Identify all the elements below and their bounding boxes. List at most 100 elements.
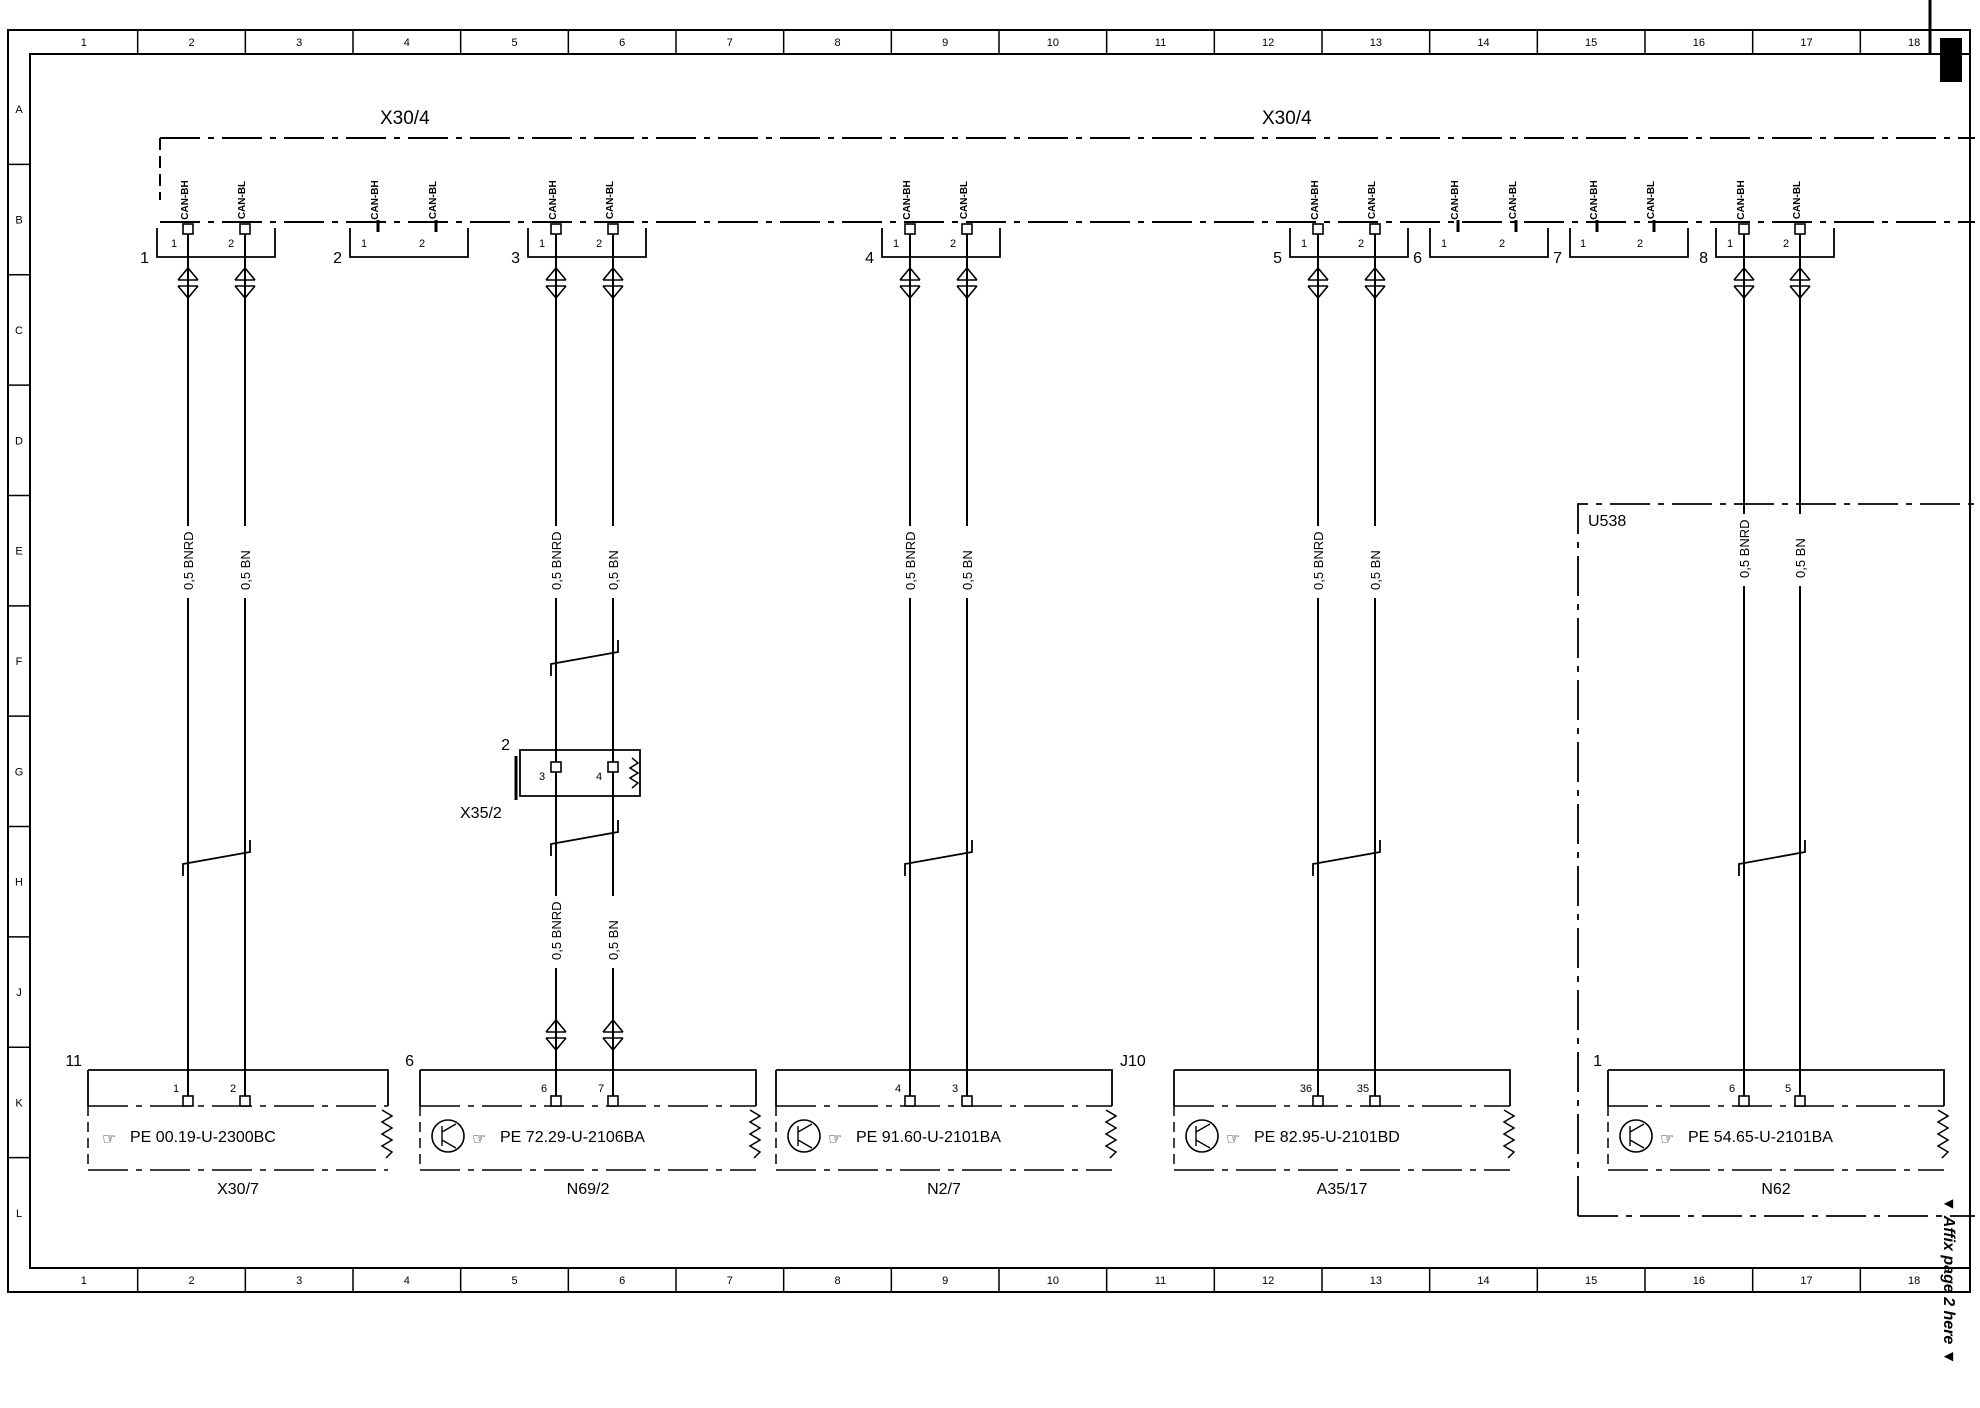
column-number-bottom: 11 bbox=[1155, 1275, 1166, 1287]
ecu-pin-number: 1 bbox=[173, 1083, 179, 1095]
column-number-top: 4 bbox=[404, 37, 410, 49]
row-letter: A bbox=[15, 104, 23, 116]
column-number-top: 5 bbox=[511, 37, 517, 49]
column-number-top: 2 bbox=[188, 37, 194, 49]
wire-spec: 0,5 BN bbox=[606, 550, 621, 590]
ecu-pin bbox=[239, 1095, 251, 1107]
wire-spec: 0,5 BNRD bbox=[1311, 531, 1326, 590]
column-number-top: 18 bbox=[1908, 37, 1920, 49]
label-gap bbox=[1790, 514, 1810, 586]
connector-housing bbox=[1429, 228, 1549, 258]
column-number-top: 14 bbox=[1477, 37, 1489, 49]
plug-symbol bbox=[234, 266, 256, 300]
column-number-bottom: 16 bbox=[1693, 1275, 1705, 1287]
wire-spec: 0,5 BN bbox=[1368, 550, 1383, 590]
pin-signal-label: CAN-BH bbox=[1310, 180, 1321, 219]
ecu-pin bbox=[182, 1095, 194, 1107]
region-border bbox=[1577, 503, 1975, 1216]
pin-signal-label: CAN-BL bbox=[428, 181, 439, 219]
connector-pin-number: 2 bbox=[228, 238, 234, 250]
ecu-pin-number: 7 bbox=[598, 1083, 604, 1095]
twisted-pair-mark bbox=[550, 820, 619, 856]
ecu-reference: PE 00.19-U-2300BC bbox=[130, 1129, 276, 1146]
bus-label-right: X30/4 bbox=[1262, 108, 1312, 129]
wire-spec: 0,5 BNRD bbox=[549, 901, 564, 960]
column-number-top: 15 bbox=[1585, 37, 1597, 49]
pointing-hand-icon: ☞ bbox=[828, 1131, 842, 1148]
ecu-pin bbox=[607, 1095, 619, 1107]
label-gap bbox=[957, 526, 977, 598]
connector-pin-number: 1 bbox=[893, 238, 899, 250]
column-number-bottom: 9 bbox=[942, 1275, 948, 1287]
transistor-icon bbox=[441, 1123, 457, 1149]
pin-socket bbox=[1312, 223, 1324, 235]
ecu-pin bbox=[1794, 1095, 1806, 1107]
splice-number: 2 bbox=[501, 737, 510, 754]
plug-symbol bbox=[1733, 266, 1755, 300]
transistor-icon bbox=[1195, 1123, 1211, 1149]
label-gap bbox=[1365, 526, 1385, 598]
ecu-pin bbox=[1312, 1095, 1324, 1107]
bus-label-left: X30/4 bbox=[380, 108, 430, 129]
ecu-name: N69/2 bbox=[567, 1181, 610, 1198]
twisted-pair-mark bbox=[182, 840, 251, 876]
transistor-icon bbox=[797, 1123, 813, 1149]
ecu-name: N62 bbox=[1761, 1181, 1790, 1198]
ecu-pin-number: 35 bbox=[1357, 1083, 1369, 1095]
column-number-bottom: 18 bbox=[1908, 1275, 1920, 1287]
plug-symbol bbox=[1307, 266, 1329, 300]
column-number-bottom: 17 bbox=[1800, 1275, 1812, 1287]
column-number-bottom: 3 bbox=[296, 1275, 302, 1287]
transistor-icon bbox=[1629, 1123, 1645, 1149]
splice-pin-number: 3 bbox=[539, 771, 545, 783]
plug-symbol bbox=[602, 266, 624, 300]
ecu-name: A35/17 bbox=[1317, 1181, 1368, 1198]
connector-housing bbox=[881, 228, 1001, 258]
transistor-icon bbox=[431, 1119, 465, 1153]
outer-border bbox=[7, 29, 1971, 1293]
column-number-bottom: 7 bbox=[727, 1275, 733, 1287]
connector-number: 8 bbox=[1699, 250, 1708, 267]
column-number-top: 7 bbox=[727, 37, 733, 49]
region-label: U538 bbox=[1588, 513, 1626, 530]
ecu-housing-top bbox=[88, 1069, 389, 1106]
column-number-top: 17 bbox=[1800, 37, 1812, 49]
pin-signal-label: CAN-BH bbox=[902, 180, 913, 219]
corner-mark bbox=[1940, 38, 1962, 82]
column-number-bottom: 15 bbox=[1585, 1275, 1597, 1287]
ecu-reference: PE 54.65-U-2101BA bbox=[1688, 1129, 1833, 1146]
column-number-top: 13 bbox=[1370, 37, 1382, 49]
label-gap bbox=[178, 526, 198, 598]
ecu-corner-label: 1 bbox=[1593, 1053, 1602, 1070]
connector-number: 7 bbox=[1553, 250, 1562, 267]
connector-housing bbox=[527, 228, 647, 258]
pin-socket bbox=[961, 223, 973, 235]
label-gap bbox=[603, 526, 623, 598]
row-letter: K bbox=[15, 1097, 23, 1109]
pin-socket bbox=[1794, 223, 1806, 235]
pointing-hand-icon: ☞ bbox=[1660, 1131, 1674, 1148]
ecu-housing-top bbox=[776, 1069, 1113, 1106]
row-letter: C bbox=[15, 325, 23, 337]
ecu-corner-label: J10 bbox=[1120, 1053, 1146, 1070]
label-gap bbox=[603, 896, 623, 968]
pointing-hand-icon: ☞ bbox=[102, 1131, 116, 1148]
ecu-corner-label: 6 bbox=[405, 1053, 414, 1070]
pin-signal-label: CAN-BL bbox=[1792, 181, 1803, 219]
ecu-reference: PE 72.29-U-2106BA bbox=[500, 1129, 645, 1146]
pin-signal-label: CAN-BL bbox=[1367, 181, 1378, 219]
splice-pin bbox=[550, 761, 562, 773]
ecu-housing-top bbox=[420, 1069, 757, 1106]
splice-break bbox=[628, 757, 640, 789]
row-letter: D bbox=[15, 435, 23, 447]
connector-pin-number: 1 bbox=[1727, 238, 1733, 250]
column-number-top: 6 bbox=[619, 37, 625, 49]
ecu-break-mark bbox=[748, 1109, 762, 1159]
wire-spec: 0,5 BN bbox=[960, 550, 975, 590]
pin-signal-label: CAN-BH bbox=[180, 180, 191, 219]
connector-pin-number: 1 bbox=[361, 238, 367, 250]
pin-signal-label: CAN-BL bbox=[605, 181, 616, 219]
ecu-pin bbox=[550, 1095, 562, 1107]
